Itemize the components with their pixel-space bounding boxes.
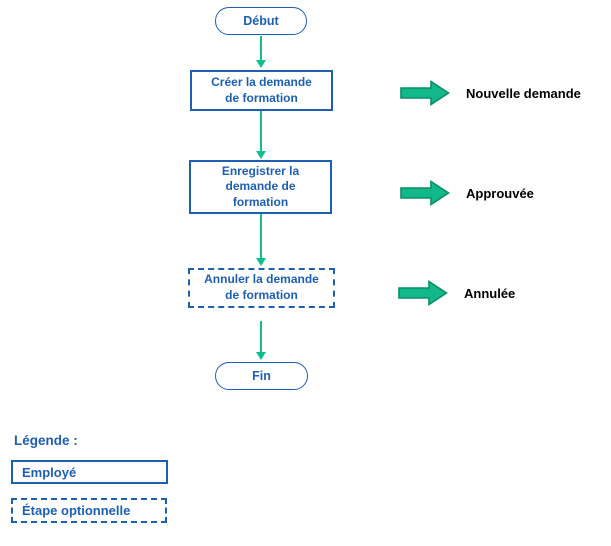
legend-title: Légende : [14,433,78,448]
annotation-label-approved: Approuvée [466,185,534,201]
cancel-request-node: Annuler la demande de formation [188,268,335,308]
block-arrow-shape [400,80,450,106]
start-node: Début [215,7,307,35]
cancel-request-node-label: Annuler la demande de formation [204,272,319,302]
register-request-node-label: Enregistrer la demande de formation [221,163,300,209]
end-node: Fin [215,362,308,390]
connector-line [260,321,262,353]
block-arrow-shape [400,180,450,206]
annotation-label-cancelled: Annulée [464,285,516,301]
annotation-label-new-request: Nouvelle demande [466,85,581,101]
connector-line [260,214,262,259]
create-request-node-label: Créer la demande de formation [211,74,312,105]
legend-item-employee-label: Employé [22,464,77,480]
block-arrow-right-icon [400,80,450,106]
register-request-node: Enregistrer la demande de formation [189,160,332,214]
legend-item-optional-step-label: Étape optionnelle [22,503,131,518]
legend-item-employee: Employé [11,460,168,484]
arrowhead-down-icon [256,151,266,159]
end-node-label: Fin [252,368,271,383]
start-node-label: Début [243,13,279,28]
arrowhead-down-icon [256,352,266,360]
block-arrow-shape [398,280,448,306]
create-request-node: Créer la demande de formation [190,70,333,111]
connector-line [260,36,262,61]
annotation-row: Approuvée [400,179,534,207]
block-arrow-right-icon [398,280,448,306]
legend-item-optional-step: Étape optionnelle [11,498,167,523]
connector-line [260,111,262,152]
annotation-row: Nouvelle demande [400,79,581,107]
block-arrow-right-icon [400,180,450,206]
arrowhead-down-icon [256,258,266,266]
arrowhead-down-icon [256,60,266,68]
annotation-row: Annulée [398,279,515,307]
